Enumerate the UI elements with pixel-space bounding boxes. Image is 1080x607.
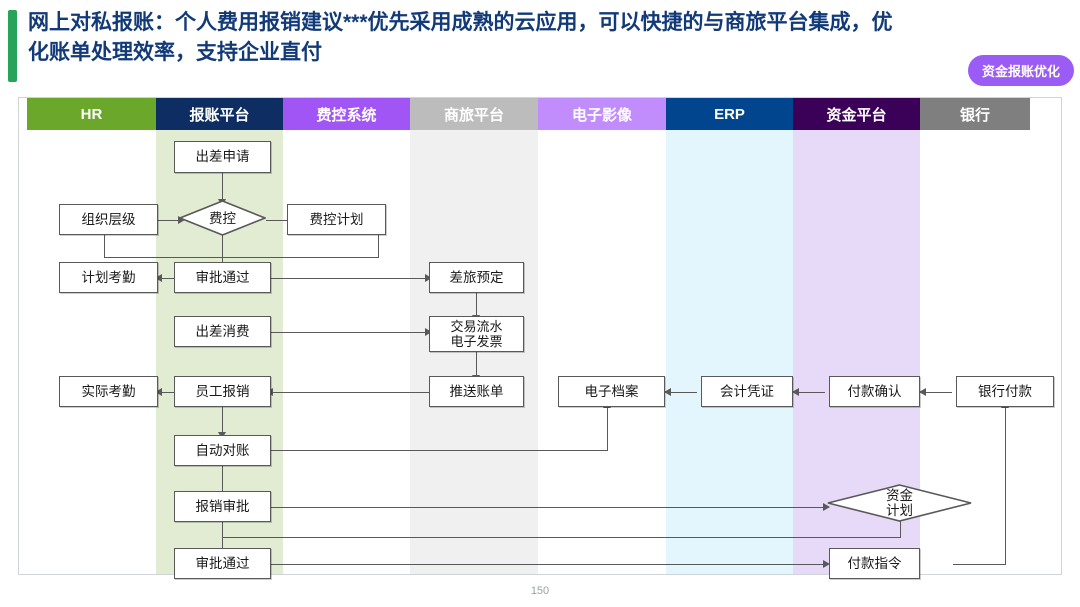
node-electronic-archive[interactable]: 电子档案 — [558, 376, 665, 407]
node-label: 费控 — [209, 210, 236, 226]
node-approval-passed-top[interactable]: 审批通过 — [174, 262, 271, 293]
node-actual-attendance[interactable]: 实际考勤 — [59, 376, 158, 407]
node-travel-booking[interactable]: 差旅预定 — [429, 262, 524, 293]
swimlane-header-商旅平台[interactable]: 商旅平台 — [410, 98, 538, 130]
node-bank-payment[interactable]: 银行付款 — [956, 376, 1054, 407]
node-approval-passed-bottom[interactable]: 审批通过 — [174, 548, 271, 579]
node-payment-instruction[interactable]: 付款指令 — [829, 548, 920, 579]
page-number: 150 — [530, 585, 550, 597]
node-fund-plan-decision[interactable]: 资金 计划 — [827, 484, 972, 522]
swimlane-band-3 — [410, 130, 538, 574]
node-employee-reimbursement[interactable]: 员工报销 — [174, 376, 271, 407]
diamond-shape-icon — [179, 200, 266, 236]
title-accent-bar — [8, 10, 17, 82]
swimlane-header-费控系统[interactable]: 费控系统 — [283, 98, 410, 130]
node-travel-spending[interactable]: 出差消费 — [174, 316, 271, 347]
node-label: 资金 计划 — [886, 488, 913, 518]
node-payment-confirmation[interactable]: 付款确认 — [829, 376, 920, 407]
swimlane-header-HR[interactable]: HR — [27, 98, 156, 130]
swimlane-header-ERP[interactable]: ERP — [666, 98, 793, 130]
node-cost-control-decision[interactable]: 费控 — [179, 200, 266, 236]
status-badge: 资金报账优化 — [967, 55, 1074, 86]
swimlane-header-电子影像[interactable]: 电子影像 — [538, 98, 666, 130]
swimlane-band-4 — [538, 130, 666, 574]
diamond-shape-icon — [827, 484, 972, 522]
node-transaction-invoice[interactable]: 交易流水 电子发票 — [429, 316, 524, 352]
swimlane-header-资金平台[interactable]: 资金平台 — [793, 98, 920, 130]
node-cost-control-plan[interactable]: 费控计划 — [287, 204, 386, 235]
node-travel-request[interactable]: 出差申请 — [174, 141, 271, 173]
swimlane-band-0 — [27, 130, 156, 574]
node-org-hierarchy[interactable]: 组织层级 — [59, 204, 158, 235]
slide-header: 网上对私报账：个人费用报销建议***优先采用成熟的云应用，可以快捷的与商旅平台集… — [0, 0, 1080, 92]
page-title: 网上对私报账：个人费用报销建议***优先采用成熟的云应用，可以快捷的与商旅平台集… — [28, 11, 893, 64]
node-reimbursement-approval[interactable]: 报销审批 — [174, 491, 271, 522]
swimlane-header-银行[interactable]: 银行 — [920, 98, 1030, 130]
node-auto-reconciliation[interactable]: 自动对账 — [174, 435, 271, 466]
node-push-bill[interactable]: 推送账单 — [429, 376, 524, 407]
node-accounting-voucher[interactable]: 会计凭证 — [701, 376, 793, 407]
node-planned-attendance[interactable]: 计划考勤 — [59, 262, 158, 293]
swimlane-header-报账平台[interactable]: 报账平台 — [156, 98, 283, 130]
swimlane-band-5 — [666, 130, 793, 574]
